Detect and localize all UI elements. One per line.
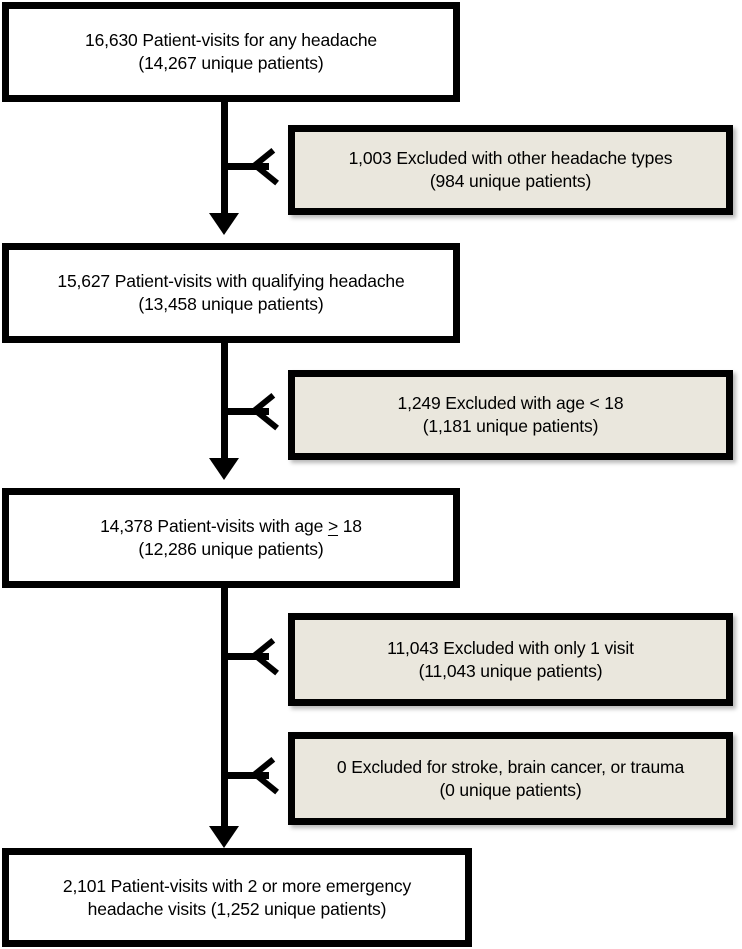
node-line-1: 16,630 Patient-visits for any headache	[85, 30, 377, 51]
node-qualifying-headache-visits[interactable]: 15,627 Patient-visits with qualifying he…	[2, 243, 460, 343]
arrowhead-down-2	[209, 458, 239, 480]
arrowhead-right-4	[251, 756, 279, 795]
node-line-2: (12,286 unique patients)	[138, 539, 324, 559]
node-line-1: 2,101 Patient-visits with 2 or more emer…	[62, 875, 412, 896]
connector-branch-to-excluded-3	[228, 653, 269, 660]
connector-trunk-1	[221, 100, 228, 215]
node-all-headache-visits[interactable]: 16,630 Patient-visits for any headache (…	[2, 2, 460, 102]
greater-than-or-equal-symbol: >	[327, 516, 339, 537]
node-line-1: 15,627 Patient-visits with qualifying he…	[57, 271, 405, 292]
node-adult-visits[interactable]: 14,378 Patient-visits with age > 18 (12,…	[2, 488, 460, 588]
node-excluded-other-headache-types[interactable]: 1,003 Excluded with other headache types…	[288, 125, 733, 215]
excluded-line-2: (984 unique patients)	[429, 171, 592, 191]
node-line-1: 14,378 Patient-visits with age > 18	[15, 515, 447, 538]
connector-branch-to-excluded-4	[228, 772, 269, 779]
excluded-line-1: 1,003 Excluded with other headache types	[348, 148, 673, 169]
connector-trunk-3	[221, 588, 228, 828]
excluded-line-2: (1,181 unique patients)	[422, 416, 599, 436]
node-excluded-single-visit[interactable]: 11,043 Excluded with only 1 visit (11,04…	[288, 613, 733, 706]
connector-trunk-2	[221, 343, 228, 460]
arrowhead-right-2	[251, 392, 279, 431]
arrowhead-right-1	[251, 147, 279, 186]
node-line-1-prefix: 14,378 Patient-visits with age	[100, 516, 328, 537]
node-line-1-suffix: 18	[338, 516, 362, 537]
node-line-2: headache visits (1,252 unique patients)	[87, 898, 387, 919]
excluded-line-1: 1,249 Excluded with age < 18	[397, 393, 624, 414]
excluded-line-2: (11,043 unique patients)	[418, 660, 603, 681]
node-line-2: (14,267 unique patients)	[138, 53, 324, 73]
arrowhead-down-3	[209, 826, 239, 848]
node-line-2: (13,458 unique patients)	[138, 294, 324, 314]
excluded-line-1: 11,043 Excluded with only 1 visit	[387, 637, 634, 658]
connector-branch-to-excluded-1	[228, 163, 269, 170]
excluded-line-1: 0 Excluded for stroke, brain cancer, or …	[336, 756, 685, 777]
connector-branch-to-excluded-2	[228, 408, 269, 415]
excluded-line-2: (0 unique patients)	[439, 779, 582, 800]
node-excluded-age-under-18[interactable]: 1,249 Excluded with age < 18 (1,181 uniq…	[288, 370, 733, 460]
node-final-cohort[interactable]: 2,101 Patient-visits with 2 or more emer…	[2, 848, 472, 947]
arrowhead-right-3	[251, 637, 279, 676]
node-excluded-stroke-cancer-trauma[interactable]: 0 Excluded for stroke, brain cancer, or …	[288, 732, 733, 825]
arrowhead-down-1	[209, 213, 239, 235]
